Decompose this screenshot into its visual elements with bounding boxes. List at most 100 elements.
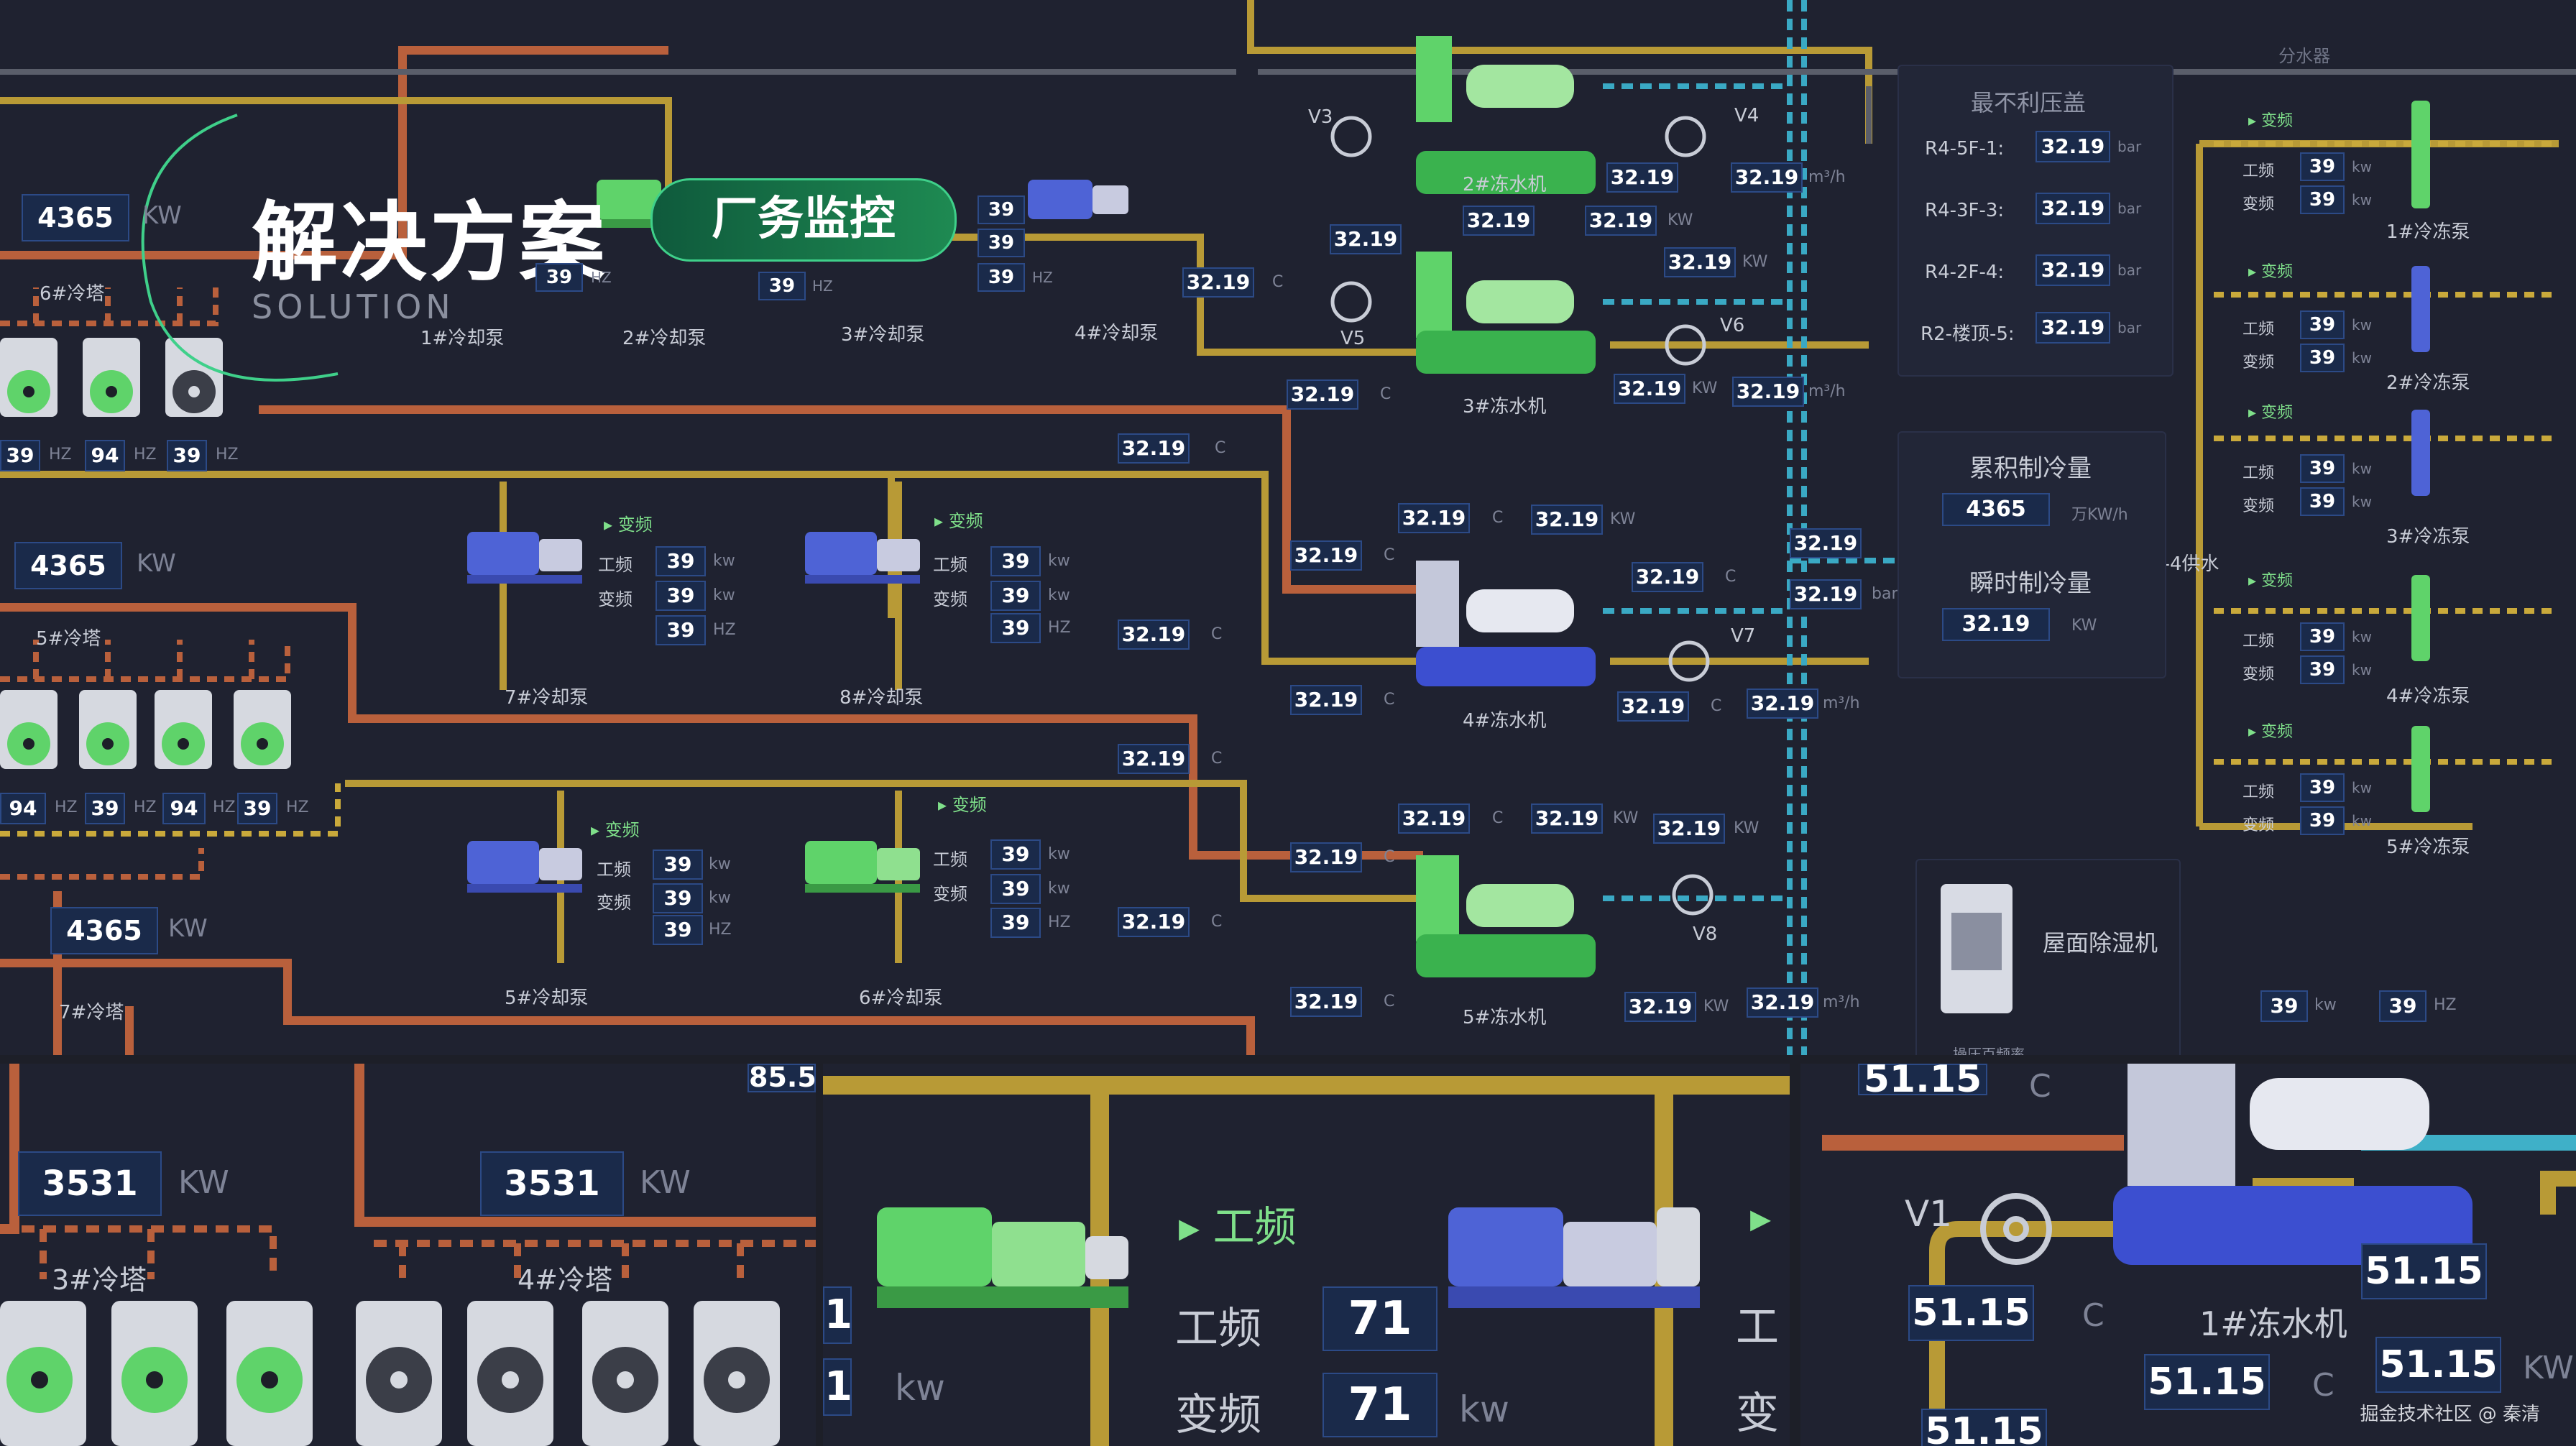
- chiller-temp-24: 32.19: [1290, 842, 1362, 872]
- row-label-vfd-6: 变频: [933, 884, 967, 904]
- pump8-unit-2: kw: [1048, 586, 1070, 604]
- r2-val-2: 32.19: [1790, 579, 1862, 609]
- pump6-unit-1: kw: [1048, 845, 1070, 863]
- chw-pump-block-2: 变频 工频 39 kw 变频 39 kw: [2242, 259, 2408, 381]
- zoom-right-label-1: 工: [1736, 1302, 1779, 1353]
- pump4-unit: HZ: [1032, 269, 1053, 286]
- chw-val-3a: 39: [2300, 454, 2345, 483]
- chw-unit-1b: kw: [2352, 191, 2372, 208]
- kw-unit-2: KW: [137, 549, 176, 578]
- pump-label-1: 1#冷却泵: [420, 328, 505, 349]
- chw-val-2b: 39: [2300, 344, 2345, 372]
- dehumidifier-card[interactable]: 屋面除湿机 操压百频率: [1915, 859, 2181, 1055]
- pressure-row-2-label: R4-3F-3:: [1925, 200, 2005, 221]
- pump6-val-2: 39: [990, 874, 1041, 904]
- pump6-unit-2: kw: [1048, 880, 1070, 898]
- chw-label-3: 3#冷冻泵: [2386, 526, 2470, 548]
- chw-label-5: 5#冷冻泵: [2386, 837, 2470, 858]
- chiller-temp-9: 32.19: [1614, 374, 1685, 404]
- zoom-panel-chiller: 51.15 C V1 51.15 C 1#冻水机 51.15 51.15 C 5…: [1800, 1064, 2576, 1446]
- zoom-panel-towers: 85.5 3531 KW 3531 KW 3#冷塔 4#冷塔: [0, 1064, 816, 1446]
- row-label-gp-6: 工频: [933, 849, 967, 870]
- chw-vfd-3: 变频: [2242, 497, 2275, 515]
- dehumidifier-note: 操压百频率: [1953, 1046, 2025, 1055]
- valve-label-v3: V3: [1308, 106, 1333, 128]
- watermark: 掘金技术社区 @ 秦清: [2360, 1404, 2540, 1425]
- chw-val-5a: 39: [2300, 773, 2345, 802]
- pressure-row-3-value: 32.19: [2036, 254, 2110, 286]
- chiller-kw-7-unit: KW: [1742, 253, 1768, 271]
- chiller-kw-13-unit: KW: [1610, 510, 1636, 528]
- zoom-row1-label: 工频: [1175, 1304, 1261, 1354]
- chiller-kw-22-unit: KW: [1613, 809, 1639, 827]
- pressure-row-1-unit: bar: [2117, 138, 2142, 155]
- chw-unit-4a: kw: [2352, 628, 2372, 645]
- tower5-readout-3: 94: [162, 793, 206, 824]
- pressure-row-2-unit: bar: [2117, 200, 2142, 217]
- chw-hdr-5: 变频: [2248, 719, 2293, 742]
- tower5-readout-1: 94: [0, 793, 46, 824]
- pump3-val: 39: [758, 272, 806, 300]
- zoom-right-marker: [1750, 1193, 1771, 1242]
- chiller-label-3: 3#冻水机: [1463, 396, 1547, 418]
- split-label: 分水器: [2278, 46, 2330, 66]
- chiller-temp-18: 32.19: [1617, 691, 1689, 722]
- chw-gp-1: 工频: [2242, 162, 2275, 180]
- chw-unit-4b: kw: [2352, 661, 2372, 678]
- cumulative-title: 累积制冷量: [1969, 454, 2092, 483]
- chiller-temp-11-unit: C: [1215, 439, 1226, 457]
- tower-label-5: 5#冷塔: [36, 628, 101, 650]
- pipe-network: [0, 0, 2576, 1055]
- zoom-value-top: 51.15: [1858, 1064, 1987, 1098]
- badge-button[interactable]: 厂务监控: [650, 178, 957, 262]
- dehumidifier-hz: 39: [2379, 990, 2426, 1022]
- pump-label-4: 4#冷却泵: [1075, 323, 1159, 344]
- zoom-unit-3: C: [2312, 1367, 2334, 1404]
- pump-label-8: 8#冷却泵: [840, 687, 924, 709]
- chiller-temp-23: 32.19: [1653, 814, 1725, 844]
- chiller-label-2: 2#冻水机: [1463, 174, 1547, 195]
- pump-label-3: 3#冷却泵: [841, 324, 925, 346]
- pump8-val-1: 39: [990, 546, 1041, 576]
- chiller-temp-26-unit: C: [1384, 993, 1395, 1010]
- pump7-val-1: 39: [656, 546, 706, 576]
- zoom-value-2: 51.15: [2361, 1243, 2487, 1299]
- zoom-header: 工频: [1179, 1193, 1297, 1253]
- cooling-tower-group-6: [0, 338, 223, 417]
- vfd-header-5: 变频: [591, 816, 640, 841]
- chiller-temp-12: 32.19: [1398, 503, 1470, 533]
- chw-val-1a: 39: [2300, 152, 2345, 181]
- chw-gp-3: 工频: [2242, 464, 2275, 482]
- chw-hdr-3: 变频: [2248, 400, 2293, 423]
- tower5-unit-4: HZ: [286, 798, 309, 816]
- tower6-unit-2: HZ: [134, 446, 157, 464]
- chiller-temp-14-unit: C: [1384, 546, 1395, 564]
- kw-readout-2: 4365: [14, 542, 122, 589]
- pump5-val-2: 39: [653, 883, 703, 913]
- zoom-unit-4: KW: [2523, 1350, 2574, 1386]
- zoom-left-num-2: 1: [823, 1358, 852, 1416]
- chiller-temp-3: 32.19: [1463, 206, 1535, 236]
- pump7-val-3: 39: [656, 615, 706, 645]
- valve-label-v8: V8: [1693, 924, 1718, 945]
- brand-subtitle: SOLUTION: [252, 287, 455, 326]
- vfd-header-8: 变频: [934, 507, 983, 532]
- zoom-tower-3: 3#冷塔: [52, 1264, 147, 1296]
- chw-gp-2: 工频: [2242, 321, 2275, 339]
- pump6-unit-3: HZ: [1048, 913, 1071, 931]
- chiller-temp-12-unit: C: [1492, 509, 1504, 527]
- cooling-pumps: [467, 180, 1128, 893]
- pressure-row-4-label: R2-楼顶-5:: [1920, 323, 2015, 345]
- pump4-val-3: 39: [978, 263, 1025, 292]
- chiller-temp-11: 32.19: [1118, 433, 1190, 464]
- chiller-label-4: 4#冻水机: [1463, 710, 1547, 732]
- pump-label-5: 5#冷却泵: [505, 987, 589, 1009]
- chw-pump-block-4: 变频 工频 39 kw 变频 39 kw: [2242, 568, 2408, 690]
- chw-vfd-2: 变频: [2242, 354, 2275, 372]
- pump8-unit-1: kw: [1048, 552, 1070, 570]
- instant-title: 瞬时制冷量: [1969, 569, 2092, 598]
- chw-label-4: 4#冷冻泵: [2386, 686, 2470, 707]
- tower6-readout-1: 39: [0, 440, 40, 471]
- row-label-gp-8: 工频: [933, 555, 967, 575]
- tower-label-6: 6#冷塔: [40, 283, 105, 305]
